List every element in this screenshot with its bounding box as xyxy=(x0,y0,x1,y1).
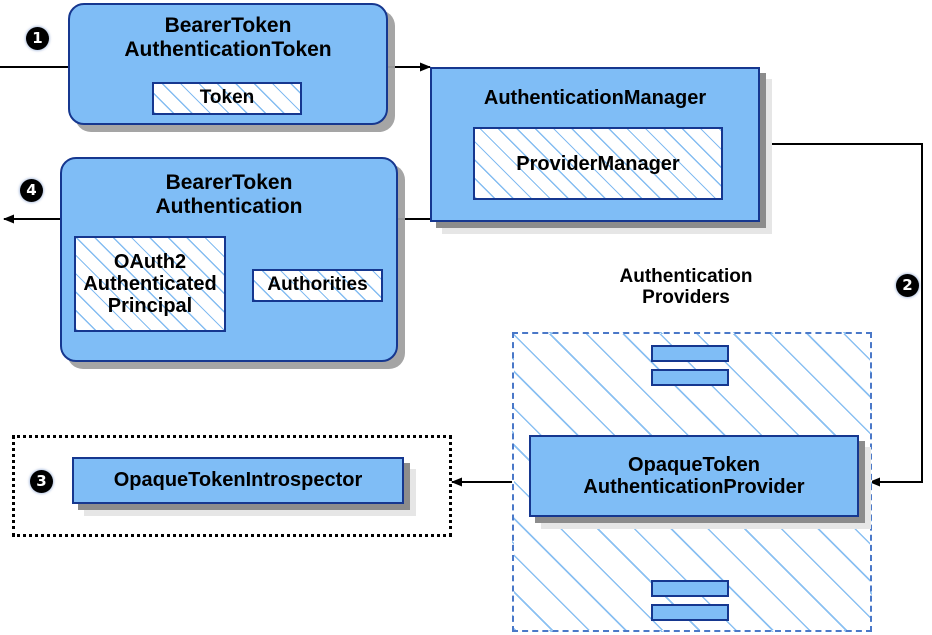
opaque-token-introspector-node[interactable]: OpaqueTokenIntrospector xyxy=(72,457,404,504)
authentication-manager-node[interactable]: AuthenticationManager ProviderManager xyxy=(430,67,760,222)
bearer-token-authentication-token-title: BearerToken AuthenticationToken xyxy=(124,14,332,61)
opaque-token-authentication-provider-title: OpaqueToken AuthenticationProvider xyxy=(583,453,805,498)
oauth2-authenticated-principal-subbox[interactable]: OAuth2 Authenticated Principal xyxy=(74,236,226,332)
bearer-token-authentication-node[interactable]: BearerToken Authentication OAuth2 Authen… xyxy=(60,157,398,362)
authentication-providers-label: Authentication Providers xyxy=(619,266,753,309)
opaque-token-introspector-title: OpaqueTokenIntrospector xyxy=(113,469,363,492)
step-badge-4: 4 xyxy=(20,179,43,202)
provider-manager-subbox[interactable]: ProviderManager xyxy=(473,127,723,200)
opaque-token-authentication-provider-node[interactable]: OpaqueToken AuthenticationProvider xyxy=(529,435,859,517)
stack-bar xyxy=(651,345,729,362)
provider-stack-glyph-top xyxy=(651,345,729,386)
token-subbox[interactable]: Token xyxy=(152,82,302,115)
step-badge-2: 2 xyxy=(896,274,919,297)
opaque-token-introspector-region xyxy=(12,435,452,537)
provider-stack-glyph-bottom xyxy=(651,580,729,621)
stack-bar xyxy=(651,369,729,386)
stack-bar xyxy=(651,604,729,621)
authentication-manager-title: AuthenticationManager xyxy=(483,87,707,109)
stack-bar xyxy=(651,580,729,597)
bearer-token-authentication-title: BearerToken Authentication xyxy=(155,171,303,218)
step-badge-3: 3 xyxy=(30,470,53,493)
bearer-token-authentication-token-node[interactable]: BearerToken AuthenticationToken Token xyxy=(68,3,388,125)
authorities-subbox[interactable]: Authorities xyxy=(252,269,383,302)
step-badge-1: 1 xyxy=(26,27,49,50)
